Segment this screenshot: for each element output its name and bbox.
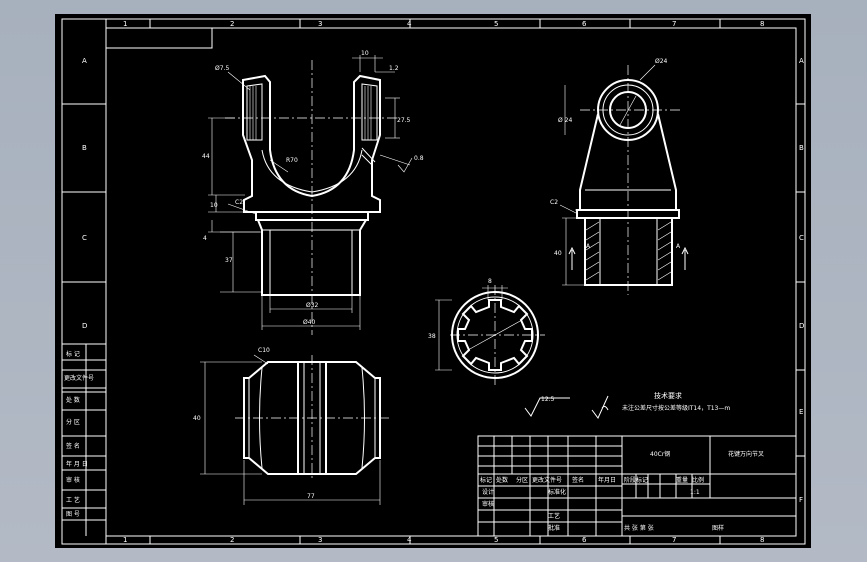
technical-notes: 12.5 技术要求 未注公差尺寸按公差等级IT14，T13—m (524, 391, 730, 419)
col-label-5: 5 (494, 20, 498, 28)
tb-h1: 标记 (480, 476, 492, 484)
front-view: 10 1.2 Ø7.5 27.5 0.8 R70 44 10 C2 4 37 Ø… (202, 50, 424, 335)
dim-right-c2: C2 (550, 199, 558, 206)
col-label-2: 2 (230, 20, 234, 28)
col-label-4: 4 (407, 20, 412, 28)
strip-text-6: 审 核 (66, 476, 80, 484)
roughness-note: 12.5 (541, 396, 555, 403)
tb-review: 审核 (482, 500, 494, 508)
strip-text-2: 处 数 (66, 396, 80, 404)
tb-weight: 重量 (676, 476, 688, 484)
section-a-right: A (676, 243, 681, 250)
side-view: C2 Ø24 Ø 24 40 A A (550, 58, 689, 295)
part-material: 40Cr钢 (650, 450, 670, 458)
col-label-7b: 7 (672, 536, 676, 544)
tb-h3: 分区 (516, 476, 528, 484)
tb-h5: 签名 (572, 476, 584, 484)
col-label-6b: 6 (582, 536, 587, 544)
dim-roughness: 0.8 (414, 155, 424, 162)
dim-right-dia: Ø24 (655, 58, 668, 65)
top-view: C10 40 77 (193, 347, 392, 505)
dim-spline-h: 38 (428, 333, 436, 340)
col-label-6: 6 (582, 20, 587, 28)
tb-h4: 更改文件号 (532, 476, 562, 484)
section-a-left: A (586, 243, 591, 250)
dim-right-len: 40 (554, 250, 562, 257)
dim-thread: 37 (225, 257, 233, 264)
tb-h6: 年月日 (598, 476, 616, 484)
col-label-7: 7 (672, 20, 676, 28)
row-label-b-r: B (799, 144, 804, 152)
title-block: 40Cr钢 花键万向节叉 标记 处数 分区 更改文件号 签名 年月日 设计 标准… (477, 435, 797, 537)
dim-outer: Ø40 (303, 319, 316, 326)
tech-req-title: 技术要求 (654, 391, 682, 400)
dim-hole: Ø7.5 (215, 65, 229, 72)
col-label-8: 8 (760, 20, 764, 28)
dim-step4: 4 (203, 235, 207, 242)
dim-top-width: 10 (361, 50, 369, 57)
dim-slot: 27.5 (397, 117, 411, 124)
col-label-1b: 1 (123, 536, 127, 544)
tb-scale: 比例 (692, 476, 704, 484)
strip-text-1: 更改文件号 (64, 374, 94, 382)
row-label-d: D (82, 322, 87, 330)
tb-stage: 阶段标记 (624, 476, 648, 484)
col-label-2b: 2 (230, 536, 234, 544)
dim-top-offset: 1.2 (389, 65, 399, 72)
strip-text-4: 签 名 (66, 442, 80, 450)
top-left-box (105, 27, 213, 49)
dim-bore: Ø32 (306, 302, 319, 309)
tb-sheets: 共 张 第 张 (624, 524, 654, 532)
tb-design: 设计 (482, 488, 494, 496)
row-label-d-r: D (799, 322, 804, 330)
spline-section: 8 38 (428, 278, 545, 385)
tb-h2: 处数 (496, 476, 508, 484)
col-label-1: 1 (123, 20, 127, 28)
dim-r70: R70 (286, 157, 298, 164)
strip-text-5: 年 月 日 (66, 460, 88, 468)
row-label-c-r: C (799, 234, 804, 242)
col-label-5b: 5 (494, 536, 498, 544)
tb-craft: 工艺 (548, 512, 560, 520)
dim-spline-w: 8 (488, 278, 492, 285)
col-label-8b: 8 (760, 536, 764, 544)
tb-sheet-no: 图样 (712, 524, 724, 532)
tech-req-line: 未注公差尺寸按公差等级IT14，T13—m (622, 404, 730, 412)
strip-text-3: 分 区 (66, 418, 80, 426)
dim-top-h: 40 (193, 415, 201, 422)
dim-step10: 10 (210, 202, 218, 209)
strip-text-7: 工 艺 (66, 496, 80, 504)
dim-top-w: 77 (307, 493, 315, 500)
row-label-f-r: F (799, 496, 803, 504)
dim-overall: 44 (202, 153, 210, 160)
col-label-3: 3 (318, 20, 322, 28)
tb-std: 标准化 (548, 488, 566, 496)
drawing-sheet (55, 14, 811, 548)
row-label-e-r: E (799, 408, 803, 416)
row-label-b: B (82, 144, 87, 152)
col-label-3b: 3 (318, 536, 322, 544)
tb-scale-val: 1:1 (690, 489, 700, 496)
tb-approve: 批准 (548, 524, 560, 532)
dim-c2: C2 (235, 199, 243, 206)
row-label-c: C (82, 234, 87, 242)
strip-text-8: 图 号 (66, 511, 80, 518)
dim-right-hole: Ø 24 (558, 117, 572, 124)
row-label-a: A (82, 57, 87, 65)
col-label-4b: 4 (407, 536, 412, 544)
drawing-title: 花键万向节叉 (728, 450, 764, 458)
row-label-a-r: A (799, 57, 804, 65)
strip-text-0: 标 记 (66, 350, 80, 358)
dim-top-c10: C10 (258, 347, 270, 354)
